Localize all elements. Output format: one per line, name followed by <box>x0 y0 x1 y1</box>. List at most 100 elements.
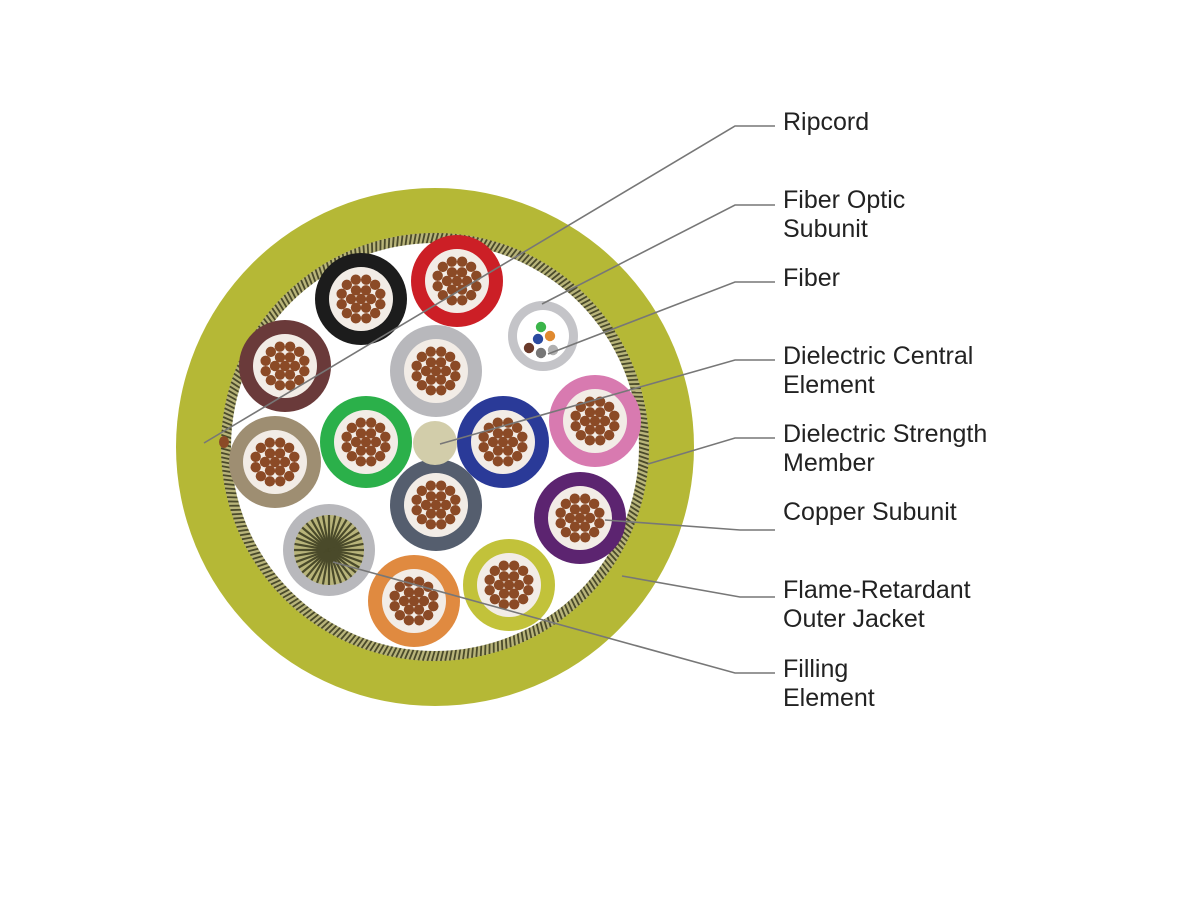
strength-strand <box>332 626 342 636</box>
strength-strand <box>614 349 627 354</box>
label-dielectric-strength-member: Dielectric Strength Member <box>783 420 988 477</box>
strength-strand <box>633 484 645 492</box>
copper-wire <box>411 494 422 506</box>
strength-strand <box>626 513 637 522</box>
copper-wire <box>275 476 286 487</box>
copper-wire <box>584 435 596 446</box>
strength-strand <box>628 504 640 513</box>
copper-wire <box>293 346 305 358</box>
copper-wire <box>425 346 436 357</box>
copper-wire <box>435 357 447 368</box>
copper-wire <box>355 293 367 305</box>
strength-strand <box>276 585 288 592</box>
strength-strand <box>233 516 245 520</box>
strength-strand <box>262 568 274 575</box>
strength-strand <box>516 632 520 644</box>
strength-strand <box>570 597 577 609</box>
copper-wire <box>420 499 432 511</box>
strength-strand <box>292 599 303 608</box>
copper-wire <box>299 365 310 377</box>
copper-wire <box>457 295 468 306</box>
copper-wire <box>478 431 489 443</box>
strength-strand <box>616 353 629 358</box>
strength-strand <box>587 579 596 590</box>
strength-strand <box>273 582 285 589</box>
copper-wire <box>264 437 275 448</box>
leader-lines <box>203 125 775 674</box>
strength-strand <box>417 233 422 245</box>
copper-wire <box>369 279 381 291</box>
strength-strand <box>365 639 374 651</box>
strength-strand <box>225 402 237 410</box>
copper-wire <box>436 519 447 530</box>
strength-strand <box>576 591 584 603</box>
strength-strand <box>573 594 580 606</box>
strength-strand <box>391 236 395 249</box>
copper-wire <box>579 521 591 532</box>
copper-wire <box>425 480 436 491</box>
copper-wire <box>350 436 362 448</box>
copper-wire <box>411 360 422 372</box>
copper-wire <box>274 380 286 391</box>
strength-strand <box>608 338 620 343</box>
leader-line <box>332 561 775 674</box>
copper-wire <box>489 593 501 605</box>
copper-wire <box>594 424 606 435</box>
copper-wire <box>435 480 447 491</box>
strength-strand <box>492 242 501 254</box>
copper-wire <box>509 599 520 610</box>
strength-strand <box>320 619 331 630</box>
strength-strand <box>444 649 449 661</box>
strength-strand <box>598 322 611 329</box>
strength-strand <box>435 649 441 662</box>
strength-strand <box>528 626 533 639</box>
strength-strand <box>439 649 445 662</box>
copper-wire <box>599 415 611 427</box>
strength-strand <box>588 308 600 316</box>
copper-wire <box>498 560 509 571</box>
copper-wire <box>293 374 305 386</box>
copper-wire <box>255 442 267 454</box>
copper-wire <box>594 507 605 518</box>
strength-strand <box>299 605 310 614</box>
label-fiber: Fiber <box>783 264 840 292</box>
strength-strand <box>500 638 504 651</box>
strength-strand <box>425 232 431 245</box>
copper-wire <box>389 590 400 602</box>
copper-subunit <box>315 253 407 345</box>
copper-wire <box>570 421 581 432</box>
strength-strand <box>601 326 613 332</box>
copper-wire <box>345 293 357 305</box>
copper-wire <box>279 456 291 468</box>
copper-wire <box>264 476 276 487</box>
copper-wire <box>609 420 620 432</box>
copper-wire <box>450 494 461 505</box>
copper-wire <box>555 507 566 519</box>
copper-wire <box>360 302 372 313</box>
copper-wire <box>380 431 391 442</box>
strength-strand <box>408 648 415 660</box>
copper-wire <box>403 615 415 626</box>
strength-strand <box>310 271 317 284</box>
strength-strand <box>426 649 432 662</box>
copper-wire <box>523 574 534 585</box>
label-fiber-optic-subunit: Fiber Optic Subunit <box>783 186 906 243</box>
copper-subunit <box>368 555 460 647</box>
strength-strand <box>636 467 648 474</box>
copper-wire <box>446 267 458 278</box>
strength-strand <box>373 642 382 653</box>
copper-wire <box>484 585 495 596</box>
copper-wire <box>594 517 605 529</box>
copper-wire <box>366 456 377 467</box>
copper-wire <box>555 518 566 529</box>
copper-wire <box>283 470 295 482</box>
cable-cross-section <box>176 188 694 706</box>
copper-wire <box>414 615 425 626</box>
copper-wire <box>350 285 362 296</box>
strength-strand <box>553 275 564 284</box>
copper-wire <box>355 445 367 456</box>
copper-subunit <box>463 539 555 631</box>
copper-wire <box>492 417 503 428</box>
strength-strand <box>247 547 260 553</box>
